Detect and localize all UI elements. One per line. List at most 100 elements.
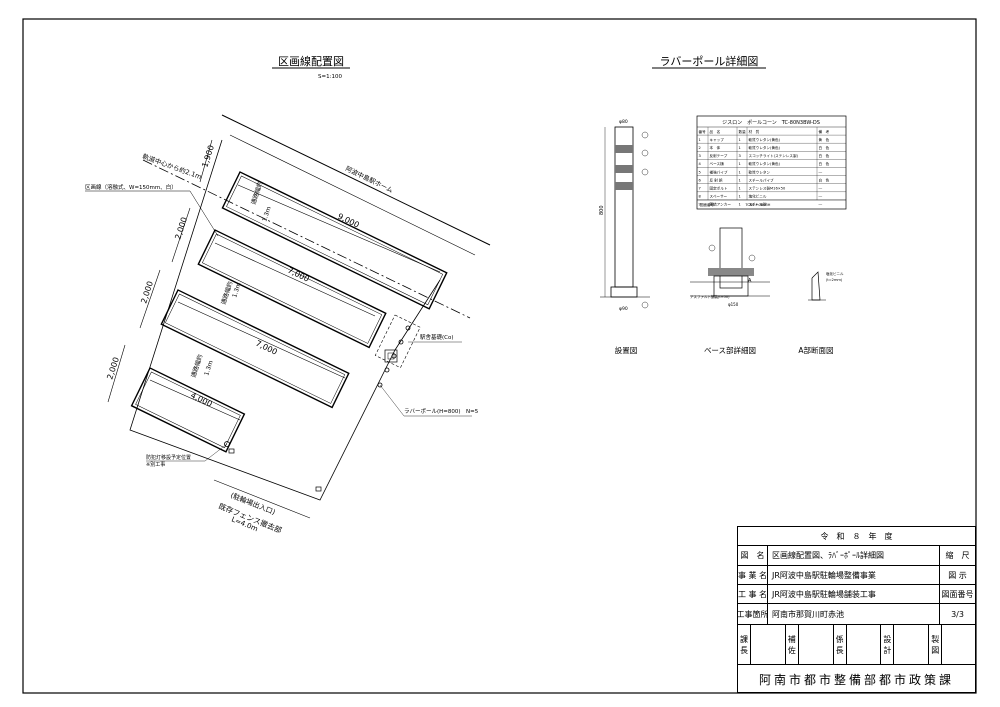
place-label: 工事箇所 [738,604,768,624]
work-label: 工 事 名 [738,585,768,603]
parts-table-cell: 白 色 [819,145,830,150]
dim-7000-b: 7,000 [254,339,279,357]
parts-table-cell: 1 [739,203,741,207]
parts-table-cell: ― [819,170,823,174]
signature-label: 補 佐 [786,625,799,664]
parts-table-title: ジスロン ポールコーン TC-80N3BW-DS [722,119,820,126]
signature-row: 課 長補 佐係 長設 計製 図 [738,625,975,665]
light-label: 防犯灯移設予定位置 [146,454,191,461]
signature-label: 設 計 [881,625,895,664]
parts-table-cell: 8 [699,195,702,199]
caption-section: A部断面図 [798,345,833,355]
department-name: 阿南市都市整備部都市政策課 [758,672,954,687]
parts-table-cell: 2 [699,146,701,150]
parts-table-header-cell: 番号 [699,129,707,134]
fiscal-year: 令 和 ８ 年 度 [820,531,893,541]
parts-table-header-cell: 材 質 [749,129,760,134]
spacer-note-2: (t=2ｍｍ) [826,278,843,282]
parts-table-cell: ― [819,203,823,207]
layout-scale: S=1:100 [318,74,342,80]
dim-2000-a: 2,000 [173,216,189,241]
dim-diameter: φ80 [619,119,628,125]
aisle-note-a: 通路幅約 [249,180,264,205]
layout-plan: 区画線配置図 S=1:100 [85,54,491,535]
parts-table-header-cell: 品 名 [710,129,721,134]
signature-label: 製 図 [929,625,943,664]
asphalt-note: アスファルト舗装(t=50) [690,294,730,299]
signature-box [894,625,930,664]
parts-table-cell: 本 体 [710,145,721,150]
parts-table-cell: 4 [699,162,702,166]
parts-table-cell: 7 [699,187,701,191]
scale-value: 図 示 [948,570,967,580]
aisle-value-c: 1.3m [203,360,214,377]
parts-table-cell: キャップ [710,137,725,142]
parts-table-cell: 9 [699,203,702,207]
parts-table-cell: 3 [699,154,701,158]
drawing-name-label: 図 名 [738,546,768,565]
parts-table-cell: ステンレス製M16×50 [749,186,787,191]
dim-9000: 9,000 [336,212,361,230]
parts-table-cell: 3 [739,154,741,158]
parts-table-cell: 白 色 [819,153,830,158]
parts-table-cell: 軟質ウレタン(黄色) [749,161,781,166]
caption-install: 設置図 [615,345,638,355]
aisle-note-c: 通路幅約 [189,353,204,378]
parts-table-cell: スチールパイプ [749,177,775,182]
dim-height: 800 [599,205,605,215]
platform-label: 阿波中島駅ホーム [344,164,395,195]
dim-2000-c: 2,000 [105,356,121,381]
parts-table-cell: 1 [739,162,741,166]
parts-table-cell: スペーサー [710,194,728,199]
parts-table-cell: 塩化ビニル [749,194,767,199]
parts-table-cell: 軟質ウレタン(黄色) [749,137,781,142]
sheet-number-label: 図面番号 [941,589,974,599]
parts-table-cell: 1 [699,138,701,142]
parts-table-cell: 固定ボルト [710,186,728,191]
signature-label: 係 長 [834,625,847,664]
hatch-label: 区画線（溶融式、W=150mm、白） [85,183,177,191]
parts-table-cell: 5 [699,170,701,174]
work-value: JR阿波中島駅駐輪場舗装工事 [768,585,940,603]
drawing-name-value: 区画線配置図、ﾗﾊﾞｰﾎﾟｰﾙ詳細図 [768,546,940,565]
parts-table-cell: 反 射 鋲 [710,177,723,182]
parts-table-cell: 6 [699,178,702,182]
parts-table-cell: 1 [739,178,741,182]
aisle-value-b: 1.3m [231,282,242,299]
parts-table-cell: 1 [739,187,741,191]
a-mark: A [748,278,752,284]
signature-label: 課 長 [738,625,751,664]
sheet-border [22,18,977,694]
signature-box [799,625,834,664]
parts-table-cell: 反射テープ [710,153,728,158]
parts-table-cell: 1 [739,138,741,142]
rubber-pole-label: ラバーポール(H=800) N=5 [404,408,479,415]
sheet-number-value: 3/3 [951,609,964,619]
station-foundation-label: 駅舎基礎(Co) [420,333,454,341]
parts-table-cell: スチール製 [749,202,767,207]
signature-box [942,625,977,664]
parts-table-cell: 1 [739,146,741,150]
spacer-note: 塩化ビニル [826,271,844,276]
parts-table-cell: 白 色 [819,161,830,166]
parts-table-footer: 図面番号 TC80-F-3803H [700,202,771,207]
dim-bottom: φ90 [619,306,628,312]
parts-table-cell: 1 [739,195,741,199]
detail-title: ラバーポール詳細図 [660,54,759,68]
caption-base: ベース部詳細図 [704,345,756,355]
parts-table-cell: 白 色 [819,177,830,182]
parts-table-cell: ベース樋 [710,161,725,166]
dim-2000-b: 2,000 [139,280,155,305]
parts-table-header-cell: 備 考 [819,129,830,134]
parts-table-cell: 軟質ウレタン(黄色) [749,145,781,150]
track-center-label: 軌道中心から約2.1m [141,151,203,181]
parts-table-cell: 緊結アンカー [710,202,732,207]
title-block: 令 和 ８ 年 度 図 名 区画線配置図、ﾗﾊﾞｰﾎﾟｰﾙ詳細図 縮 尺 事 業… [737,526,976,693]
signature-box [847,625,882,664]
aisle-value-a: 1.3m [261,206,272,223]
dim-1900: 1,900 [200,144,216,169]
project-label: 事 業 名 [738,566,768,584]
parts-table-cell: ― [819,195,823,199]
